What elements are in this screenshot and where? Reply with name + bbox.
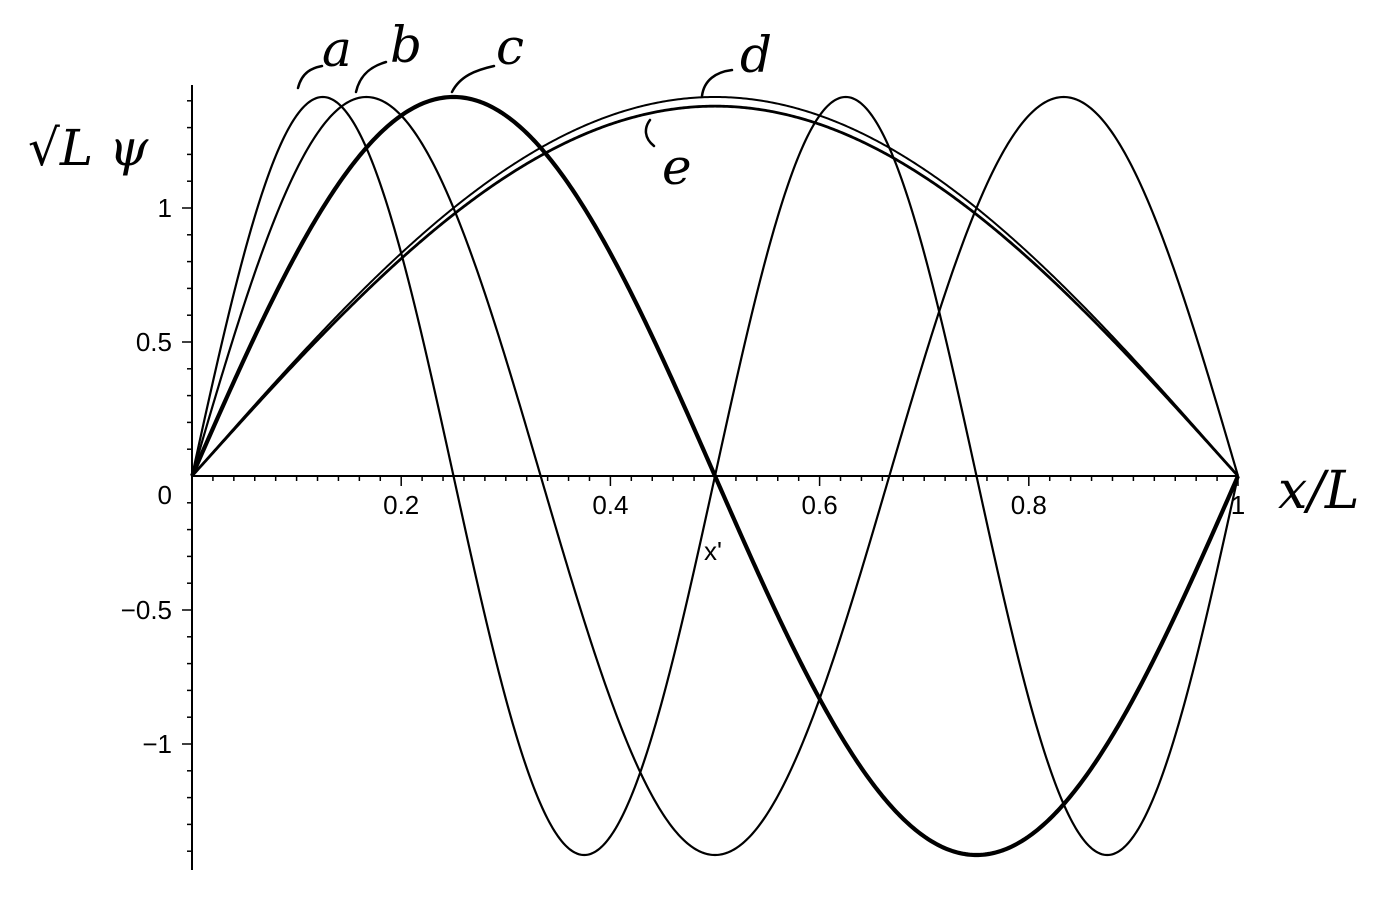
y-tick-label: 0.5	[136, 327, 172, 357]
leader-b	[354, 60, 388, 94]
series-e-line	[190, 104, 1240, 477]
y-axis-label: √L ψ	[28, 119, 149, 177]
leader-d	[700, 68, 734, 98]
x-axis-label: x/L	[1278, 461, 1359, 521]
series-label-b: b	[390, 16, 422, 74]
series-label-c: c	[496, 18, 524, 76]
x-tick-label: 0.4	[592, 490, 628, 520]
series-label-e: e	[662, 138, 692, 196]
x-tick-label: 0.2	[383, 490, 419, 520]
series-label-a: a	[322, 20, 352, 78]
leader-c	[450, 64, 496, 94]
leader-a	[296, 64, 324, 90]
series-label-d: d	[740, 26, 772, 84]
series-d-line	[191, 95, 1239, 477]
x-tick-label: 1	[1231, 490, 1245, 520]
y-tick-label: 1	[158, 193, 172, 223]
y-tick-label: −1	[142, 729, 172, 759]
ticks-group	[182, 100, 1239, 852]
leader-e	[644, 118, 656, 148]
x-tick-label: 0.6	[802, 490, 838, 520]
y-tick-label: 0	[158, 480, 172, 510]
y-tick-label: −0.5	[121, 595, 172, 625]
annotation-x-prime: x'	[704, 536, 722, 566]
x-tick-label: 0.8	[1011, 490, 1047, 520]
series-b-line	[190, 95, 1240, 857]
tick-labels-group: 0.2 0.4 0.6 0.8 1 0 0.5 1 −0.5 −1	[121, 193, 1246, 759]
